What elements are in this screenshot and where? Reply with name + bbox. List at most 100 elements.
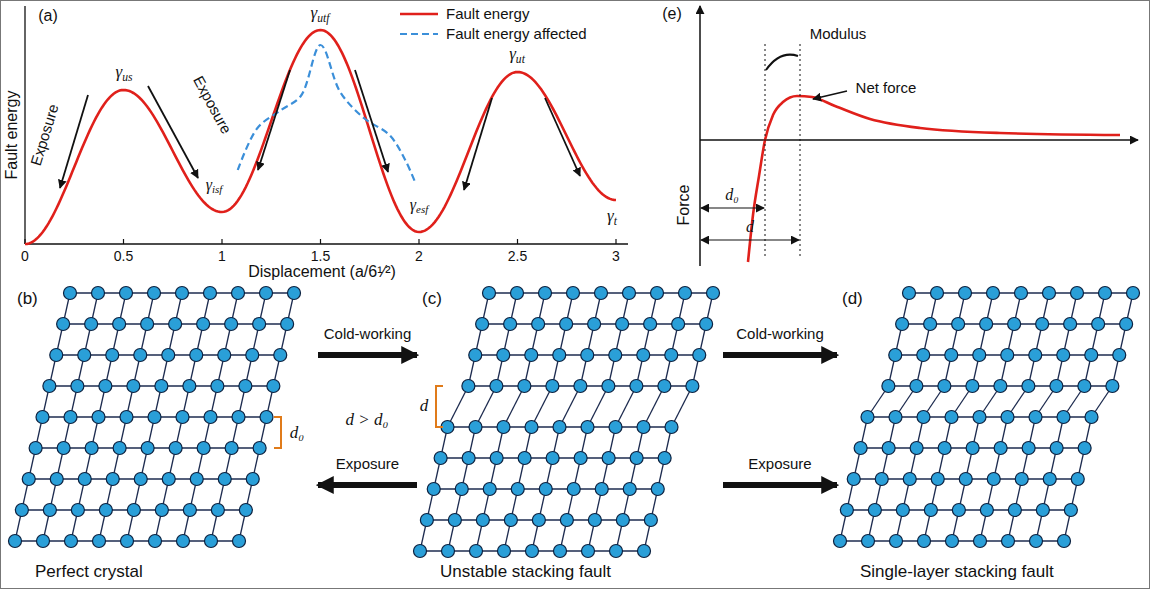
atom (121, 535, 134, 548)
text-label: Modulus (810, 26, 867, 43)
atom (420, 514, 433, 527)
atom (1127, 287, 1140, 300)
fault-energy-curve (25, 30, 616, 244)
atom (498, 545, 511, 558)
atom (644, 514, 657, 527)
math-label: γesf (410, 196, 428, 216)
arrow-label: Cold-working (734, 325, 826, 342)
atom (1078, 380, 1091, 393)
atom (623, 287, 636, 300)
atom (917, 349, 930, 362)
atom (469, 421, 482, 434)
atom (211, 380, 224, 393)
atom (9, 535, 22, 548)
atom (861, 411, 874, 424)
lattice-panel: (b)Perfect crystal (15, 283, 315, 587)
text-label: Net force (856, 80, 917, 97)
atom (518, 380, 531, 393)
atom (658, 380, 671, 393)
atom (253, 442, 266, 455)
atom (924, 318, 937, 331)
atom (476, 318, 489, 331)
atom (644, 318, 657, 331)
atom (141, 318, 154, 331)
atom (274, 349, 287, 362)
atom (78, 349, 91, 362)
math-label: d₀ (290, 424, 304, 443)
atom (526, 545, 539, 558)
atom (518, 452, 531, 465)
symbol: γ (206, 176, 212, 193)
atom (1015, 473, 1028, 486)
atom (875, 473, 888, 486)
atom (232, 287, 245, 300)
atom (469, 349, 482, 362)
atom (64, 411, 77, 424)
atom (581, 349, 594, 362)
math-label: d (746, 218, 754, 236)
atom (1001, 349, 1014, 362)
atom (37, 535, 50, 548)
atom (470, 545, 483, 558)
math-label: γut (509, 45, 525, 66)
atom (574, 452, 587, 465)
atom (980, 504, 993, 517)
atom (630, 452, 643, 465)
atom (609, 349, 622, 362)
atom (952, 318, 965, 331)
trend-arrow (148, 86, 198, 178)
math-label: γutf (311, 4, 330, 25)
lattice-panel: (c)Unstable stacking fault (420, 283, 720, 587)
atom (71, 504, 84, 517)
atom (1064, 504, 1077, 517)
atom (22, 473, 35, 486)
atom (665, 421, 678, 434)
atom (281, 318, 294, 331)
atom (497, 349, 510, 362)
tick-mark (320, 239, 321, 244)
atom (204, 411, 217, 424)
atom (106, 473, 119, 486)
atom (177, 535, 190, 548)
y-axis (24, 6, 25, 244)
atom (560, 514, 573, 527)
text-label: 3 (612, 249, 620, 264)
atom (127, 380, 140, 393)
affected-energy-curve (238, 45, 415, 182)
atom (917, 411, 930, 424)
atom (672, 318, 685, 331)
atom (546, 452, 559, 465)
atom (92, 411, 105, 424)
atom (260, 411, 273, 424)
dimension-arrow (701, 239, 799, 240)
tick-mark (221, 239, 222, 244)
atom (1050, 442, 1063, 455)
atom (616, 318, 629, 331)
text-label: 1 (218, 249, 226, 264)
trend-arrow (545, 98, 580, 176)
panel-caption: Perfect crystal (35, 562, 143, 582)
trend-arrow (60, 95, 88, 188)
atom (945, 411, 958, 424)
guide-line (765, 44, 766, 258)
net-force-curve (748, 96, 1120, 262)
math-label: γisf (206, 176, 223, 196)
atom (889, 411, 902, 424)
atom (651, 287, 664, 300)
atom (1092, 318, 1105, 331)
atom (567, 483, 580, 496)
text-label: (e) (662, 5, 682, 23)
atom (966, 442, 979, 455)
atom (225, 318, 238, 331)
atom (581, 421, 594, 434)
atom (896, 318, 909, 331)
atom (504, 318, 517, 331)
atom (554, 545, 567, 558)
atom (106, 349, 119, 362)
atom (197, 442, 210, 455)
symbol: γ (410, 196, 416, 213)
x-axis (25, 243, 628, 244)
atom (246, 349, 259, 362)
subscript: t (614, 215, 617, 228)
